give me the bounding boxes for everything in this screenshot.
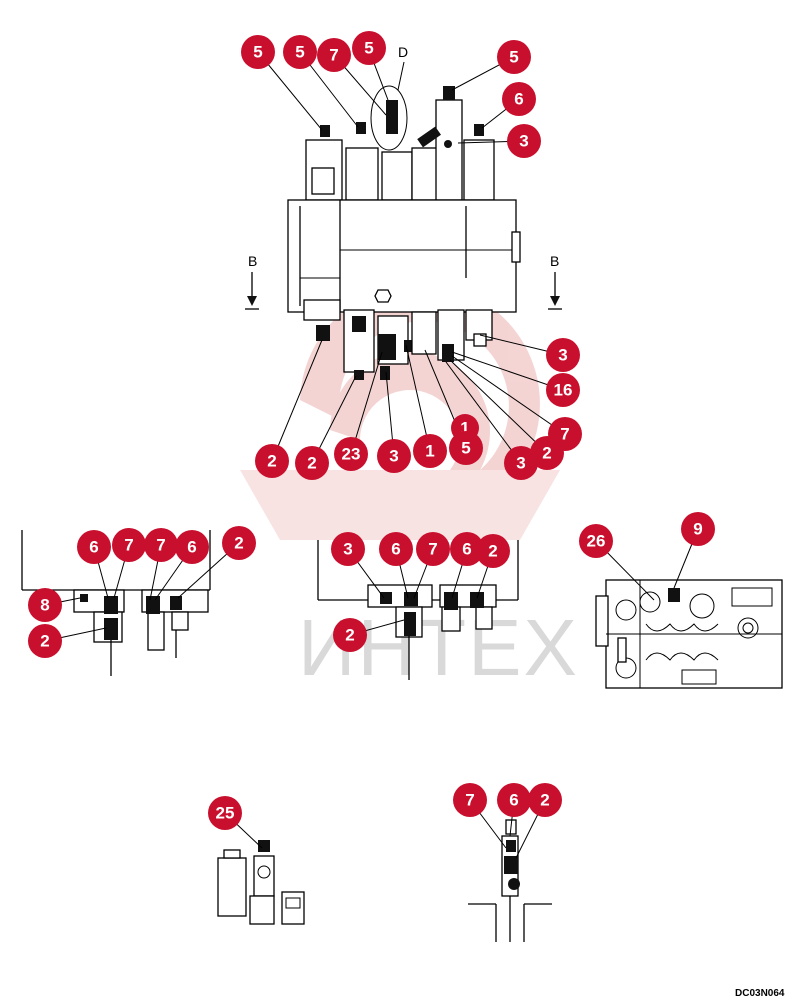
svg-text:3: 3 bbox=[558, 346, 567, 365]
callout-6: 6 bbox=[502, 82, 536, 116]
callout-5: 5 bbox=[283, 35, 317, 69]
detail-label: D bbox=[398, 44, 408, 60]
callouts-right-view: 26 9 bbox=[579, 512, 715, 558]
callout-6: 6 bbox=[379, 532, 413, 566]
svg-text:5: 5 bbox=[295, 43, 304, 62]
svg-text:6: 6 bbox=[514, 90, 523, 109]
callout-5: 5 bbox=[352, 31, 386, 65]
callout-6: 6 bbox=[175, 530, 209, 564]
main-valve-assembly bbox=[287, 85, 521, 380]
svg-text:2: 2 bbox=[488, 542, 497, 561]
callouts-center-view: 3 6 7 6 2 2 bbox=[331, 532, 510, 652]
callout-6: 6 bbox=[77, 530, 111, 564]
callout-7: 7 bbox=[112, 528, 146, 562]
svg-text:7: 7 bbox=[560, 425, 569, 444]
center-view bbox=[317, 540, 519, 680]
callout-26: 26 bbox=[579, 524, 613, 558]
svg-text:26: 26 bbox=[587, 532, 606, 551]
callouts-bottom-right: 7 6 2 bbox=[453, 783, 562, 817]
svg-text:3: 3 bbox=[343, 540, 352, 559]
callout-1: 1 bbox=[413, 434, 447, 468]
callout-2: 2 bbox=[476, 534, 510, 568]
section-marker-right: B bbox=[548, 253, 562, 310]
callout-3: 3 bbox=[504, 446, 538, 480]
callout-9: 9 bbox=[681, 512, 715, 546]
callout-7: 7 bbox=[317, 38, 351, 72]
svg-text:1: 1 bbox=[460, 419, 469, 438]
right-view bbox=[595, 579, 783, 689]
callout-6: 6 bbox=[497, 783, 531, 817]
callout-2: 2 bbox=[530, 436, 564, 470]
callout-2: 2 bbox=[528, 783, 562, 817]
svg-text:2: 2 bbox=[542, 444, 551, 463]
callout-3: 3 bbox=[507, 124, 541, 158]
callout-5: 5 bbox=[449, 431, 483, 465]
svg-text:1: 1 bbox=[425, 442, 434, 461]
svg-text:7: 7 bbox=[124, 536, 133, 555]
callout-6: 6 bbox=[450, 532, 484, 566]
svg-text:6: 6 bbox=[462, 540, 471, 559]
callout-7: 7 bbox=[416, 532, 450, 566]
svg-text:5: 5 bbox=[253, 43, 262, 62]
svg-text:2: 2 bbox=[307, 454, 316, 473]
svg-text:B: B bbox=[550, 253, 559, 269]
svg-text:16: 16 bbox=[554, 381, 573, 400]
svg-text:B: B bbox=[248, 253, 257, 269]
left-view bbox=[21, 530, 211, 676]
callout-5: 5 bbox=[241, 35, 275, 69]
svg-text:2: 2 bbox=[267, 452, 276, 471]
svg-text:7: 7 bbox=[465, 791, 474, 810]
svg-text:7: 7 bbox=[428, 540, 437, 559]
callout-3: 3 bbox=[331, 532, 365, 566]
svg-text:6: 6 bbox=[509, 791, 518, 810]
svg-text:2: 2 bbox=[540, 791, 549, 810]
svg-text:7: 7 bbox=[156, 536, 165, 555]
svg-text:6: 6 bbox=[187, 538, 196, 557]
svg-text:2: 2 bbox=[234, 534, 243, 553]
callouts-main: 5 5 7 5 5 6 3 3 16 1 7 2 3 1 5 3 23 2 2 bbox=[241, 31, 582, 480]
callout-2: 2 bbox=[333, 618, 367, 652]
callout-5: 5 bbox=[497, 40, 531, 74]
callout-3: 3 bbox=[377, 439, 411, 473]
svg-text:8: 8 bbox=[40, 596, 49, 615]
svg-text:6: 6 bbox=[89, 538, 98, 557]
svg-text:3: 3 bbox=[516, 454, 525, 473]
callout-2: 2 bbox=[295, 446, 329, 480]
callout-8: 8 bbox=[28, 588, 62, 622]
svg-text:5: 5 bbox=[461, 439, 470, 458]
bottom-left-view bbox=[217, 840, 305, 925]
svg-text:7: 7 bbox=[329, 46, 338, 65]
svg-text:3: 3 bbox=[389, 447, 398, 466]
svg-text:5: 5 bbox=[364, 39, 373, 58]
svg-text:25: 25 bbox=[216, 804, 235, 823]
svg-text:9: 9 bbox=[693, 520, 702, 539]
svg-text:2: 2 bbox=[40, 632, 49, 651]
callout-16: 16 bbox=[546, 373, 580, 407]
svg-text:3: 3 bbox=[519, 132, 528, 151]
bottom-right-view bbox=[468, 819, 552, 942]
callouts-left-view: 6 7 7 6 2 8 2 bbox=[28, 526, 256, 658]
drawing-code: DC03N064 bbox=[735, 988, 785, 999]
section-marker-left: B bbox=[245, 253, 259, 310]
callout-2: 2 bbox=[28, 624, 62, 658]
svg-text:2: 2 bbox=[345, 626, 354, 645]
svg-text:23: 23 bbox=[342, 445, 361, 464]
callout-7: 7 bbox=[453, 783, 487, 817]
callout-7: 7 bbox=[144, 528, 178, 562]
svg-text:5: 5 bbox=[509, 48, 518, 67]
svg-text:6: 6 bbox=[391, 540, 400, 559]
callout-3: 3 bbox=[546, 338, 580, 372]
callout-23: 23 bbox=[334, 437, 368, 471]
callouts-bottom-left: 25 bbox=[208, 796, 242, 830]
callout-2: 2 bbox=[222, 526, 256, 560]
callout-25: 25 bbox=[208, 796, 242, 830]
callout-2: 2 bbox=[255, 444, 289, 478]
